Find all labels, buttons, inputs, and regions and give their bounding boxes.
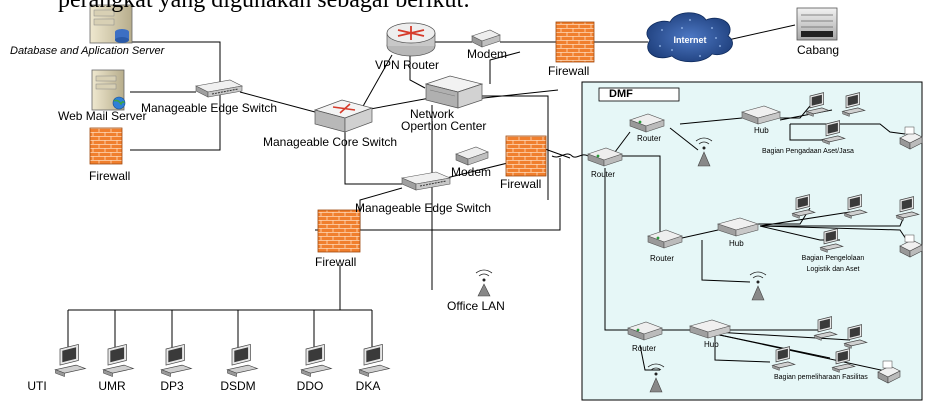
dmf-pc-icon-8 — [843, 324, 868, 349]
internet-cloud-icon — [646, 12, 733, 63]
edge-switch-mid-icon — [400, 171, 452, 191]
dmf-pc-icon-2 — [821, 120, 846, 145]
dmf-title-box — [598, 87, 680, 102]
modem-top-label: Modem — [467, 47, 508, 61]
dmf-pc-icon-6 — [819, 228, 844, 253]
dmf-router-3-icon — [627, 321, 663, 341]
dmf-dept-2-label-line-1: Bagian Pengelolaan — [801, 255, 865, 262]
dmf-pc-icon-5 — [895, 196, 920, 221]
dmf-router-2-icon — [647, 229, 683, 249]
noc-label-line-2: Opertion Center — [401, 119, 487, 133]
dmf-dept-3-label: Bagian pemeliharaan Fasilitas — [774, 374, 868, 381]
dmf-router-1-label: Router — [637, 134, 662, 143]
vpn-router-label: VPN Router — [375, 58, 440, 72]
dmf-dept-1-label: Bagian Pengadaan Aset/Jasa — [762, 148, 854, 155]
workstation-pc-icon-5 — [358, 343, 391, 377]
dmf-dept-2-label-line-2: Logistik dan Aset — [806, 266, 860, 273]
workstation-label-dka: DKA — [355, 379, 381, 393]
dmf-router-1-icon — [629, 113, 665, 133]
workstation-label-ddo: DDO — [296, 379, 324, 393]
internet-label: Internet — [673, 35, 706, 45]
dmf-hub-2-label: Hub — [729, 239, 744, 248]
dmf-title: DMF — [609, 88, 633, 100]
office-lan-label: Office LAN — [447, 299, 505, 313]
router-main-icon — [587, 147, 623, 167]
dmf-access-point-3-icon — [647, 363, 665, 393]
dmf-router-2-label: Router — [650, 254, 675, 263]
firewall-top-label: Firewall — [548, 64, 590, 78]
web-mail-server-label: Web Mail Server — [58, 109, 147, 123]
firewall-left-label: Firewall — [89, 169, 131, 183]
dmf-pc-icon-0 — [805, 92, 830, 117]
dmf-pc-icon-9 — [831, 348, 856, 373]
noc-server-icon — [424, 75, 484, 109]
dmf-hub-2-icon — [716, 217, 760, 237]
edge-switch-mid-label: Manageable Edge Switch — [355, 201, 492, 215]
dmf-printer-icon-3 — [877, 360, 901, 384]
printers — [877, 126, 923, 384]
firewall-left-icon — [89, 127, 123, 165]
firewall-top-icon — [555, 21, 595, 63]
workstation-pc-icon-2 — [160, 343, 193, 377]
dmf-pc-icon-3 — [791, 194, 816, 219]
dmf-pc-icon-7 — [813, 316, 838, 341]
dmf-printer-icon-1 — [899, 126, 923, 150]
router-main-label: Router — [591, 170, 616, 179]
workstation-pcs — [54, 92, 920, 377]
dmf-router-3-label: Router — [632, 344, 657, 353]
dmf-access-point-2-icon — [749, 271, 767, 301]
dmf-pc-icon-10 — [771, 346, 796, 371]
workstation-label-dp3: DP3 — [160, 379, 184, 393]
dmf-panel — [581, 81, 923, 401]
edge-switch-top-label: Manageable Edge Switch — [141, 101, 278, 115]
cabang-server-icon — [796, 7, 838, 41]
dmf-hub-3-label: Hub — [704, 340, 719, 349]
modem-mid-label: Modem — [451, 165, 492, 179]
firewall-mid-icon — [505, 135, 547, 177]
noc-label-line-1: Network — [410, 107, 455, 121]
modem-top-icon — [471, 29, 501, 48]
core-switch-icon — [313, 99, 374, 133]
firewall-mid-label: Firewall — [500, 177, 542, 191]
workstation-pc-icon-3 — [226, 343, 259, 377]
dmf-hub-1-icon — [741, 105, 781, 125]
dmf-printer-icon-2 — [899, 234, 923, 258]
workstation-label-uti: UTI — [27, 379, 47, 393]
dmf-hub-3-icon — [688, 319, 732, 339]
header-fragment: perangkat yang digunakan sebagai berikut… — [58, 0, 470, 13]
office-lan-access-point-icon — [475, 269, 493, 297]
web-mail-server-icon — [91, 69, 126, 111]
workstation-label-umr: UMR — [98, 379, 126, 393]
dmf-access-point-1-icon — [695, 137, 713, 167]
dmf-pc-icon-1 — [841, 92, 866, 117]
workstation-pc-icon-1 — [102, 343, 135, 377]
dmf-pc-icon-4 — [843, 194, 868, 219]
database-server-icon — [89, 4, 133, 44]
db-server-label: Database and Aplication Server — [10, 45, 165, 57]
modem-mid-icon — [455, 146, 489, 166]
cabang-label: Cabang — [797, 43, 840, 57]
workstation-pc-icon-0 — [54, 343, 87, 377]
vpn-router-icon — [386, 22, 436, 57]
dmf-hub-1-label: Hub — [754, 126, 769, 135]
firewall-lower-label: Firewall — [315, 255, 357, 269]
workstation-pc-icon-4 — [300, 343, 333, 377]
core-switch-label: Manageable Core Switch — [263, 135, 398, 149]
firewall-lower-icon — [317, 209, 361, 253]
edge-switch-top-icon — [195, 79, 243, 98]
workstation-label-dsdm: DSDM — [220, 379, 256, 393]
